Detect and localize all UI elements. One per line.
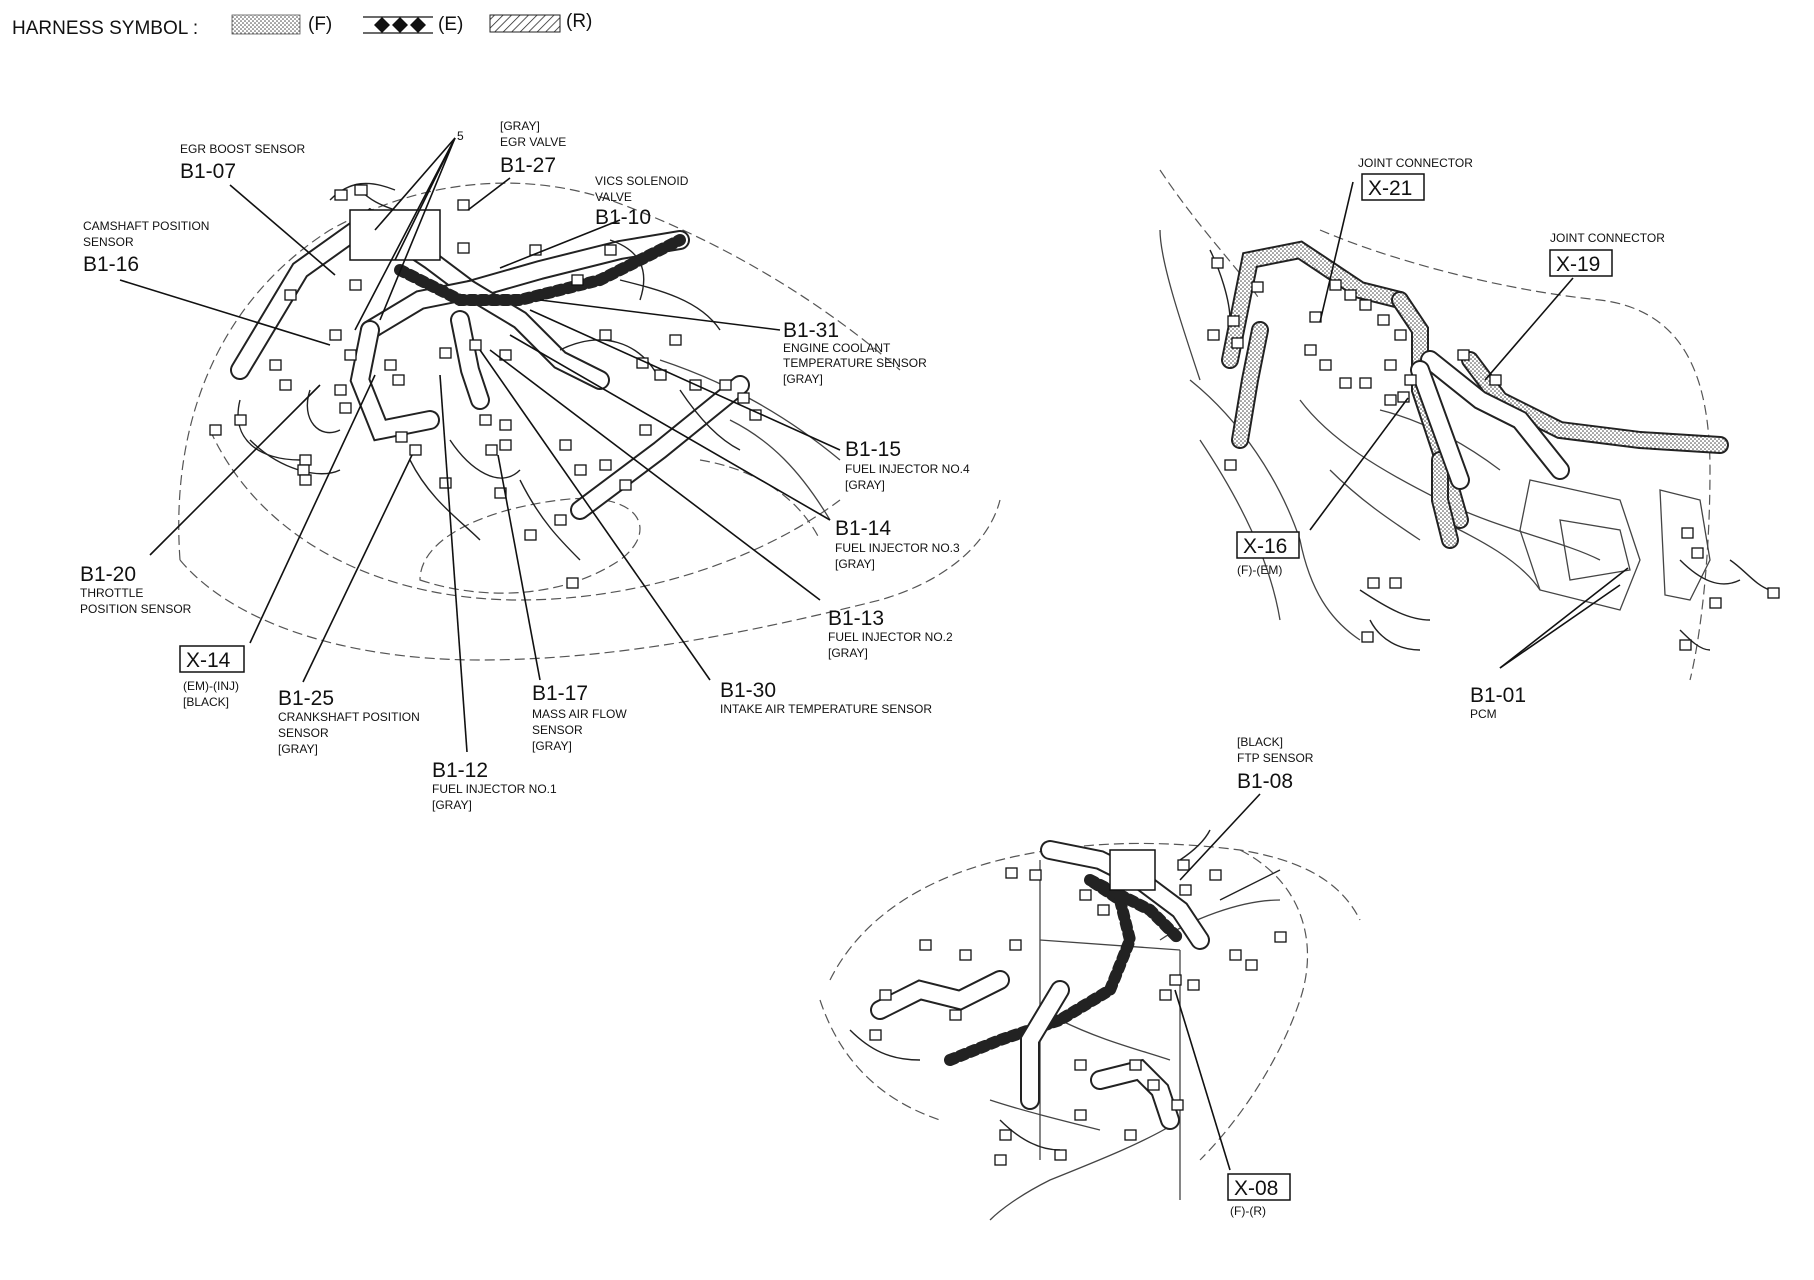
callout-egr-boost-desc-0: EGR BOOST SENSOR (180, 142, 305, 156)
callout-egr-valve-desc-1: EGR VALVE (500, 135, 566, 149)
callout-x08-code: X-08 (1234, 1177, 1278, 1200)
callout-ftp-code: B1-08 (1237, 770, 1293, 793)
callout-x19-desc-0: JOINT CONNECTOR (1550, 231, 1665, 245)
callout-x16-desc-0: (F)-(EM) (1237, 563, 1282, 577)
callout-x08-desc-0: (F)-(R) (1230, 1204, 1266, 1218)
leader-lines (119, 137, 1629, 1171)
callout-x16: X-16 (F)-(EM) (1236, 531, 1300, 577)
callout-x16-code: X-16 (1243, 535, 1287, 558)
callout-crank-desc-0: CRANKSHAFT POSITION (278, 710, 420, 724)
callout-vics-desc-0: VICS SOLENOID (595, 174, 689, 188)
callout-egr-valve-desc-0: [GRAY] (500, 119, 540, 133)
callout-inj1: B1-12 FUEL INJECTOR NO.1 [GRAY] (432, 759, 557, 812)
callout-egr-valve-code: B1-27 (500, 154, 556, 177)
callout-maf-desc-2: [GRAY] (532, 739, 572, 753)
callout-ftp-desc-0: [BLACK] (1237, 735, 1283, 749)
callout-inj3-desc-0: FUEL INJECTOR NO.3 (835, 541, 960, 555)
callout-coolant-desc-2: [GRAY] (783, 372, 823, 386)
callout-x14-desc-0: (EM)-(INJ) (183, 679, 239, 693)
callout-throttle: B1-20 THROTTLE POSITION SENSOR (80, 563, 192, 616)
callout-inj1-desc-0: FUEL INJECTOR NO.1 (432, 782, 557, 796)
callout-inj3-code: B1-14 (835, 517, 891, 540)
callout-x19-code: X-19 (1556, 253, 1600, 276)
callout-x21-code: X-21 (1368, 177, 1412, 200)
harness-legend: HARNESS SYMBOL : (F) (E) (R) (12, 11, 592, 39)
callout-x14-desc-1: [BLACK] (183, 695, 229, 709)
callout-coolant-desc-0: ENGINE COOLANT (783, 341, 891, 355)
callout-pcm-code: B1-01 (1470, 684, 1526, 707)
callout-x14-code: X-14 (186, 649, 231, 672)
legend-swatch-hatch (489, 14, 561, 33)
callout-iat-code: B1-30 (720, 679, 776, 702)
legend-swatch-diamonds (363, 16, 433, 34)
callout-inj2-code: B1-13 (828, 607, 884, 630)
callout-inj4-code: B1-15 (845, 438, 901, 461)
callout-ftp-desc-1: FTP SENSOR (1237, 751, 1314, 765)
callout-inj2: B1-13 FUEL INJECTOR NO.2 [GRAY] (828, 607, 953, 660)
callout-throttle-desc-0: THROTTLE (80, 586, 143, 600)
pcm-area-drawing (1159, 169, 1780, 681)
callout-maf: B1-17 MASS AIR FLOW SENSOR [GRAY] (532, 682, 627, 753)
callout-pcm-desc-0: PCM (1470, 707, 1497, 721)
callout-x21-desc-0: JOINT CONNECTOR (1358, 156, 1473, 170)
callout-camshaft: CAMSHAFT POSITION SENSOR B1-16 (83, 219, 209, 276)
legend-swatch-dots (231, 14, 301, 35)
callout-crank-desc-2: [GRAY] (278, 742, 318, 756)
callout-camshaft-desc-1: SENSOR (83, 235, 134, 249)
legend-code-e: (E) (438, 14, 463, 35)
callout-inj4-desc-0: FUEL INJECTOR NO.4 (845, 462, 970, 476)
count-label: 5 (457, 129, 464, 143)
callout-x08: X-08 (F)-(R) (1227, 1173, 1291, 1218)
engine-compartment-drawing (178, 182, 1001, 661)
callout-vics-code: B1-10 (595, 206, 651, 229)
callout-crank-desc-1: SENSOR (278, 726, 329, 740)
callout-x21: JOINT CONNECTOR X-21 (1358, 156, 1473, 201)
callout-vics-desc-1: VALVE (595, 190, 632, 204)
callout-inj4: B1-15 FUEL INJECTOR NO.4 [GRAY] (845, 438, 970, 492)
callout-inj4-desc-1: [GRAY] (845, 478, 885, 492)
callout-egr-valve: [GRAY] EGR VALVE B1-27 (500, 119, 566, 177)
callout-coolant-desc-1: TEMPERATURE SENSOR (783, 356, 927, 370)
callout-ftp: [BLACK] FTP SENSOR B1-08 (1237, 735, 1314, 793)
callout-crank: B1-25 CRANKSHAFT POSITION SENSOR [GRAY] (278, 687, 420, 756)
callout-x14: X-14 (EM)-(INJ) [BLACK] (179, 645, 245, 709)
rear-body-drawing (819, 829, 1361, 1221)
callout-inj2-desc-0: FUEL INJECTOR NO.2 (828, 630, 953, 644)
callout-coolant-code: B1-31 (783, 319, 839, 342)
callout-vics: VICS SOLENOID VALVE B1-10 (595, 174, 689, 229)
callout-inj2-desc-1: [GRAY] (828, 646, 868, 660)
callout-maf-code: B1-17 (532, 682, 588, 705)
callout-inj1-code: B1-12 (432, 759, 488, 782)
callout-crank-code: B1-25 (278, 687, 334, 710)
callout-throttle-desc-1: POSITION SENSOR (80, 602, 192, 616)
callout-maf-desc-0: MASS AIR FLOW (532, 707, 627, 721)
legend-code-r: (R) (566, 11, 592, 32)
legend-code-f: (F) (308, 14, 332, 35)
callout-egr-boost: EGR BOOST SENSOR B1-07 (180, 142, 305, 183)
legend-title: HARNESS SYMBOL : (12, 18, 198, 39)
callout-inj1-desc-1: [GRAY] (432, 798, 472, 812)
callout-pcm: B1-01 PCM (1470, 684, 1526, 721)
callout-maf-desc-1: SENSOR (532, 723, 583, 737)
callout-inj3: B1-14 FUEL INJECTOR NO.3 [GRAY] (835, 517, 960, 571)
callout-iat: B1-30 INTAKE AIR TEMPERATURE SENSOR (720, 679, 932, 716)
callout-iat-desc-0: INTAKE AIR TEMPERATURE SENSOR (720, 702, 932, 716)
callout-camshaft-desc-0: CAMSHAFT POSITION (83, 219, 209, 233)
callout-inj3-desc-1: [GRAY] (835, 557, 875, 571)
callout-camshaft-code: B1-16 (83, 253, 139, 276)
callout-throttle-code: B1-20 (80, 563, 136, 586)
callout-coolant: B1-31 ENGINE COOLANT TEMPERATURE SENSOR … (783, 319, 927, 386)
callout-labels: 5 EGR BOOST SENSOR B1-07 [GRAY] EGR VALV… (80, 119, 1665, 1218)
callout-x19: JOINT CONNECTOR X-19 (1549, 231, 1665, 277)
callout-egr-boost-code: B1-07 (180, 160, 236, 183)
